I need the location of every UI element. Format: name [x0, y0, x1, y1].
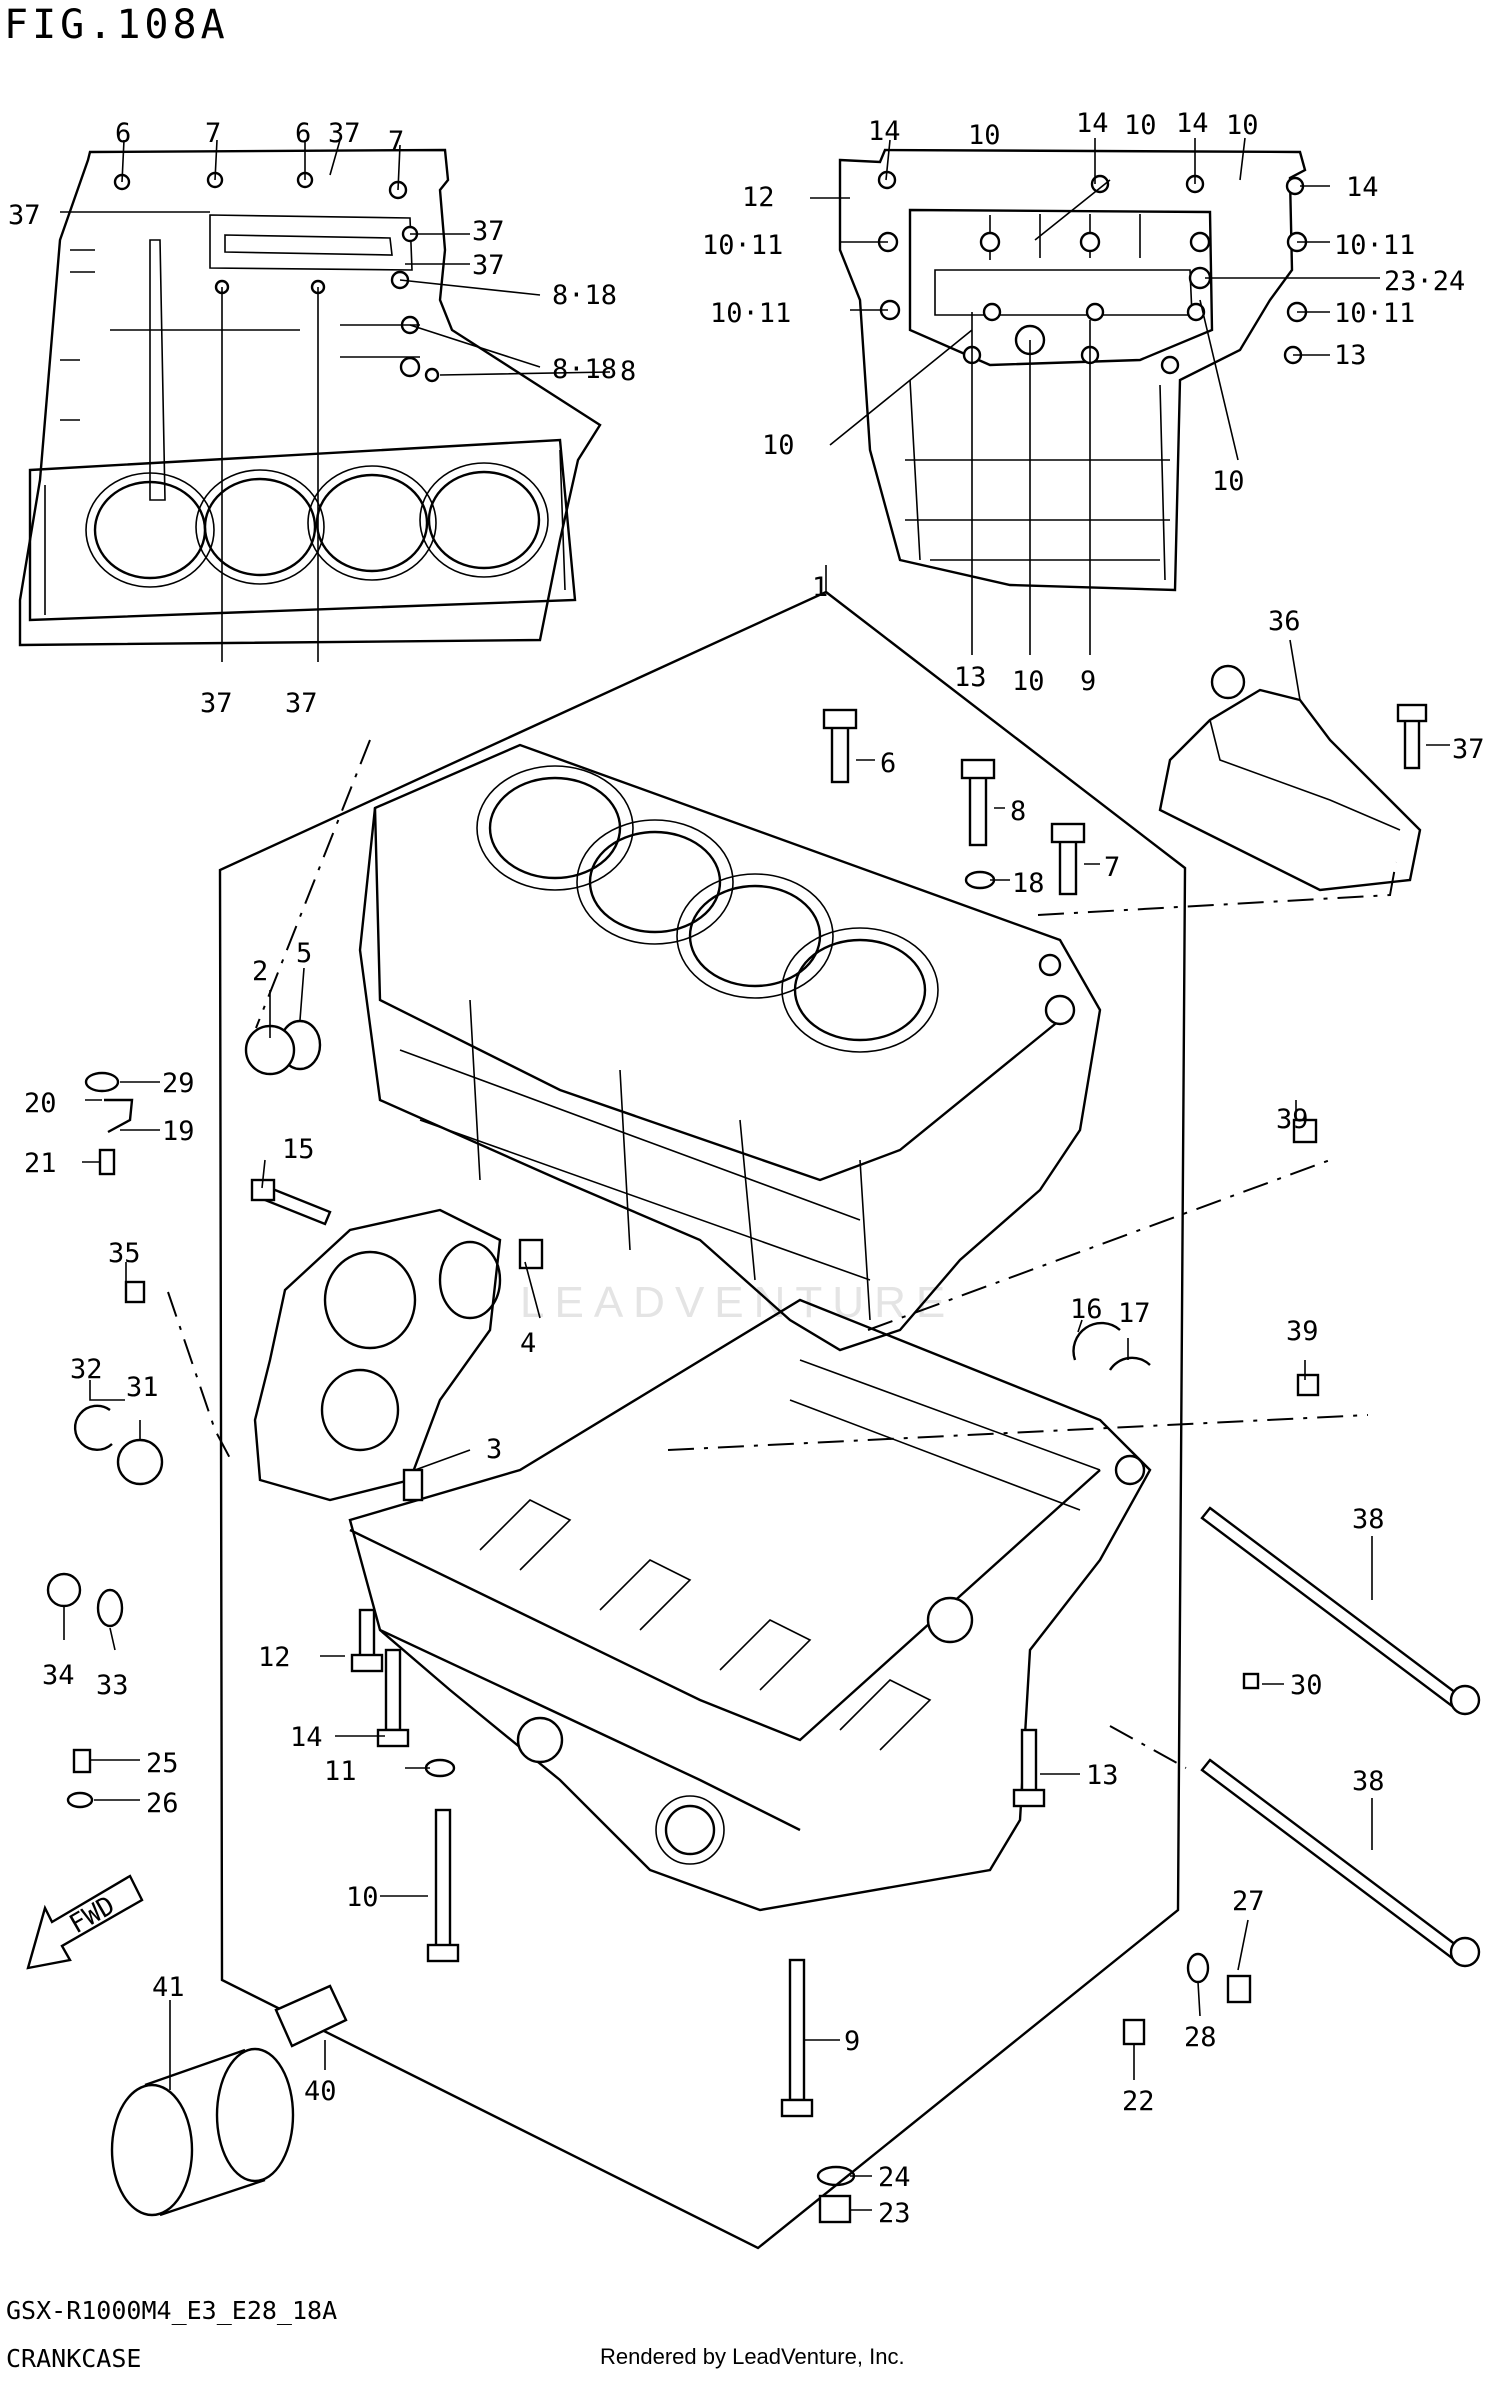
callout-40: 40 — [304, 2076, 337, 2107]
callout-2: 2 — [252, 956, 268, 987]
callout-10: 10 — [1124, 110, 1157, 141]
callout-28: 28 — [1184, 2022, 1217, 2053]
callout-29: 29 — [162, 1068, 195, 1099]
credit-text: Rendered by LeadVenture, Inc. — [600, 2344, 905, 2369]
callout-7: 7 — [1104, 852, 1120, 883]
callout-11: 11 — [324, 1756, 357, 1787]
callout-9: 9 — [1080, 666, 1096, 697]
callout-27: 27 — [1232, 1886, 1265, 1917]
callout-10-11: 10·11 — [710, 298, 791, 329]
callout-23: 23 — [878, 2198, 911, 2229]
callout-37: 37 — [328, 118, 361, 149]
upper-crankcase-inset — [18, 148, 602, 647]
callout-10: 10 — [968, 120, 1001, 151]
callout-37: 37 — [472, 250, 505, 281]
callout-16: 16 — [1070, 1294, 1103, 1325]
callout-12: 12 — [258, 1642, 291, 1673]
lower-crankcase — [348, 1298, 1152, 1912]
callout-8-18: 8·18 — [552, 354, 617, 385]
side-cover-plate — [253, 1208, 502, 1502]
callout-15: 15 — [282, 1134, 315, 1165]
callout-32: 32 — [70, 1354, 103, 1385]
callout-17: 17 — [1118, 1298, 1151, 1329]
callout-19: 19 — [162, 1116, 195, 1147]
callout-38: 38 — [1352, 1504, 1385, 1535]
callout-37: 37 — [8, 200, 41, 231]
callout-14: 14 — [1076, 108, 1109, 139]
callout-10: 10 — [1212, 466, 1245, 497]
callout-33: 33 — [96, 1670, 129, 1701]
callout-18: 18 — [1012, 868, 1045, 899]
callout-23-24: 23·24 — [1384, 266, 1465, 297]
callout-4: 4 — [520, 1328, 536, 1359]
upper-crankcase — [358, 743, 1102, 1352]
callout-14: 14 — [868, 116, 901, 147]
oil-pan-cover — [1158, 664, 1422, 892]
callout-20: 20 — [24, 1088, 57, 1119]
callout-3: 3 — [486, 1434, 502, 1465]
callout-7: 7 — [205, 118, 221, 149]
assembly-outline — [218, 590, 1187, 2250]
callout-6: 6 — [115, 118, 131, 149]
figure-name: CRANKCASE — [6, 2344, 142, 2373]
callout-39: 39 — [1276, 1104, 1309, 1135]
callout-9: 9 — [844, 2026, 860, 2057]
callout-35: 35 — [108, 1238, 141, 1269]
callout-37: 37 — [472, 216, 505, 247]
callout-8: 8 — [620, 356, 636, 387]
callout-labels: 6 7 6 37 7 37 37 37 8·18 8·18 8 37 37 14… — [8, 108, 1485, 2229]
callout-38: 38 — [1352, 1766, 1385, 1797]
callout-21: 21 — [24, 1148, 57, 1179]
callout-41: 41 — [152, 1972, 185, 2003]
callout-14: 14 — [1176, 108, 1209, 139]
figure-code: GSX-R1000M4_E3_E28_18A — [6, 2296, 338, 2325]
callout-36: 36 — [1268, 606, 1301, 637]
callout-22: 22 — [1122, 2086, 1155, 2117]
callout-25: 25 — [146, 1748, 179, 1779]
callout-24: 24 — [878, 2162, 911, 2193]
callout-34: 34 — [42, 1660, 75, 1691]
callout-10: 10 — [1226, 110, 1259, 141]
callout-13: 13 — [954, 662, 987, 693]
callout-37: 37 — [1452, 734, 1485, 765]
callout-8: 8 — [1010, 796, 1026, 827]
callout-10-11: 10·11 — [1334, 230, 1415, 261]
callout-5: 5 — [296, 938, 312, 969]
callout-14: 14 — [1346, 172, 1379, 203]
callout-10-11: 10·11 — [702, 230, 783, 261]
callout-10: 10 — [346, 1882, 379, 1913]
callout-12: 12 — [742, 182, 775, 213]
callout-30: 30 — [1290, 1670, 1323, 1701]
callout-31: 31 — [126, 1372, 159, 1403]
assembly-dash-lines — [167, 739, 1397, 1769]
callout-26: 26 — [146, 1788, 179, 1819]
callout-8-18: 8·18 — [552, 280, 617, 311]
callout-13: 13 — [1086, 1760, 1119, 1791]
callout-10: 10 — [762, 430, 795, 461]
hardware-parts — [46, 703, 1481, 2224]
figure-title: FIG.108A — [4, 2, 229, 48]
fwd-arrow: FWD — [26, 1874, 144, 1970]
callout-1: 1 — [812, 572, 828, 603]
callout-37: 37 — [285, 688, 318, 719]
leader-lines — [60, 137, 1450, 2211]
callout-6: 6 — [880, 748, 896, 779]
callout-14: 14 — [290, 1722, 323, 1753]
callout-13: 13 — [1334, 340, 1367, 371]
callout-10: 10 — [1012, 666, 1045, 697]
callout-6: 6 — [295, 118, 311, 149]
callout-10-11: 10·11 — [1334, 298, 1415, 329]
callout-37: 37 — [200, 688, 233, 719]
callout-39: 39 — [1286, 1316, 1319, 1347]
watermark: LEADVENTURE — [520, 1278, 956, 1327]
callout-7: 7 — [388, 126, 404, 157]
lower-crankcase-inset — [838, 148, 1308, 592]
